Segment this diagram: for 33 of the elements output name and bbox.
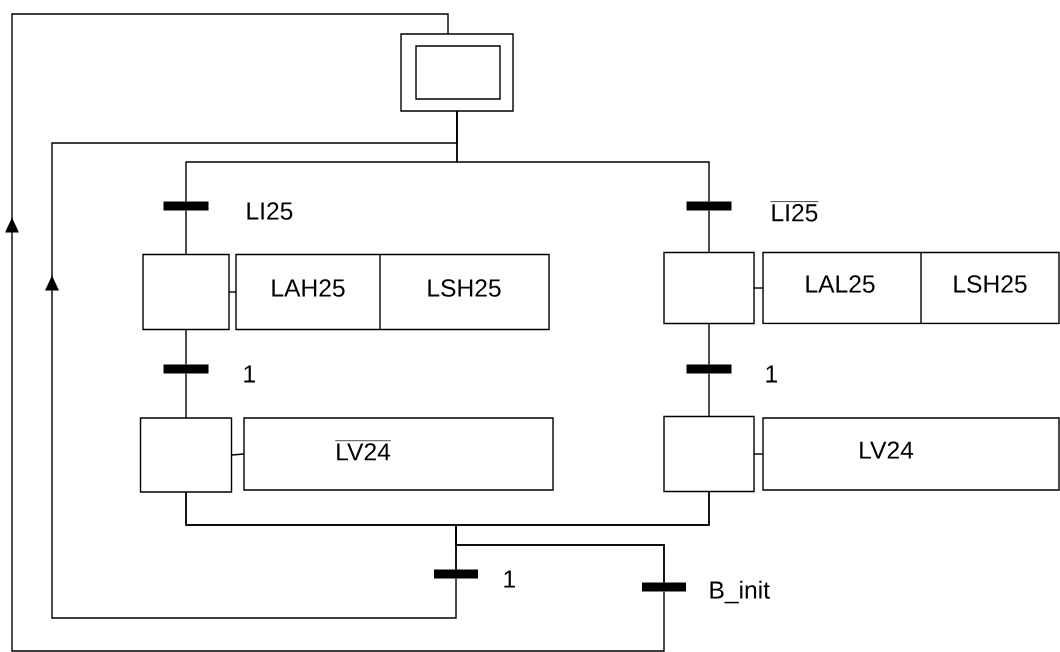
connector-line xyxy=(185,209,187,256)
initial-step-box xyxy=(400,33,514,112)
step-box xyxy=(142,253,230,331)
connector-line xyxy=(708,372,710,418)
action-box xyxy=(762,417,1060,491)
connector-line xyxy=(185,372,187,419)
condition-label: B_init xyxy=(710,580,770,604)
action-label: LV24 xyxy=(334,440,392,461)
connector-line xyxy=(753,287,764,289)
step-box xyxy=(663,251,755,325)
action-label: LAL25 xyxy=(806,275,875,293)
action-label: LSH25 xyxy=(428,279,501,297)
action-label: LAH25 xyxy=(272,279,345,297)
condition-label: 1 xyxy=(766,365,777,383)
condition-label: 1 xyxy=(504,570,515,588)
action-box xyxy=(243,417,554,491)
connector-line xyxy=(753,453,764,455)
condition-label: 1 xyxy=(244,365,255,383)
action-box xyxy=(762,251,1060,325)
arrow xyxy=(5,13,665,652)
connector-line xyxy=(230,453,245,456)
connector-line xyxy=(708,322,710,366)
connector-line xyxy=(185,328,187,366)
connector-line xyxy=(228,291,237,293)
step-box xyxy=(663,415,755,493)
arrow xyxy=(45,110,458,619)
action-box xyxy=(235,253,550,331)
action-label: LSH25 xyxy=(954,275,1027,293)
step-box xyxy=(139,417,233,493)
condition-label: LI25 xyxy=(770,201,819,222)
action-label: LV24 xyxy=(860,441,914,459)
condition-label: LI25 xyxy=(247,202,293,220)
connector-line xyxy=(708,209,710,254)
